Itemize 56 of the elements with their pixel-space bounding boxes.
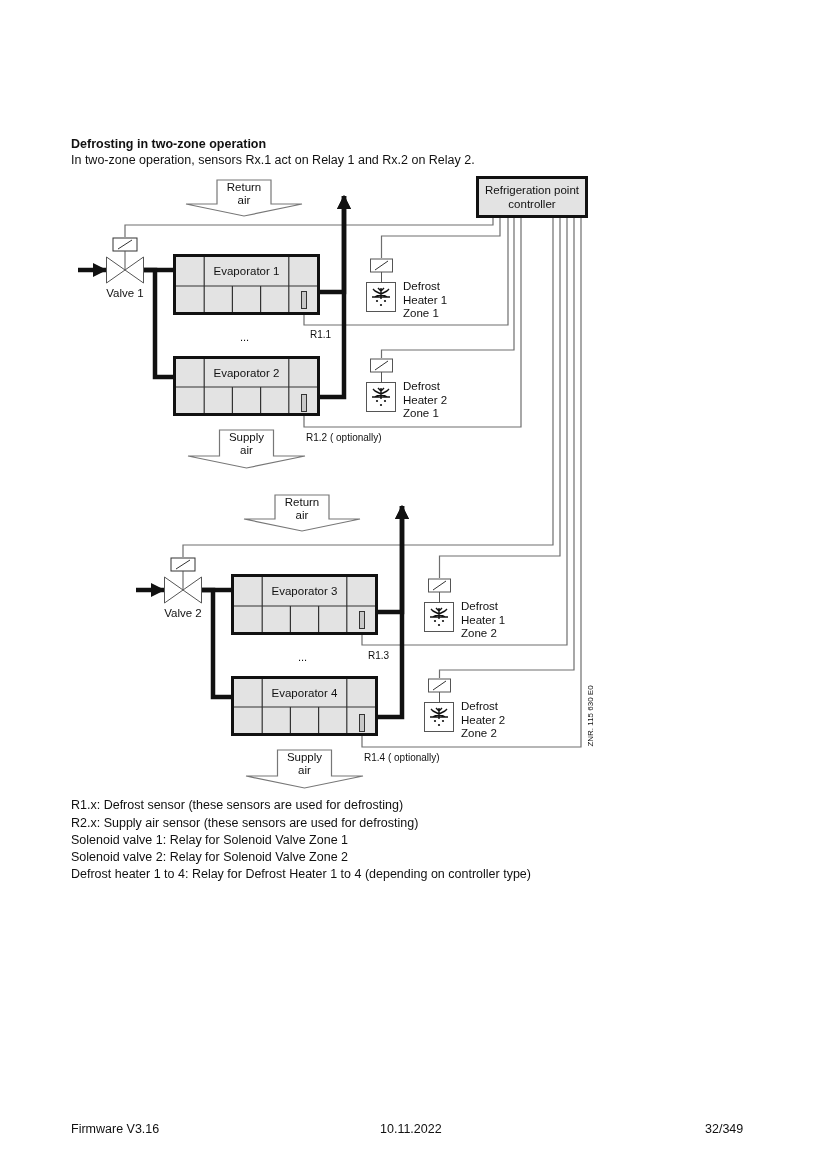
valve-label: Valve 2	[163, 607, 203, 620]
intro-text: In two-zone operation, sensors Rx.1 act on Relay 1 and Rx.2 on Relay 2.	[71, 153, 475, 168]
signal-wire	[361, 217, 582, 748]
controller-box: Refrigeration point controller	[476, 176, 588, 218]
ellipsis: ...	[298, 650, 308, 665]
section-title: Defrosting in two-zone operation	[71, 137, 267, 152]
evaporator-box	[231, 574, 378, 635]
airflow-label: Return air	[283, 496, 321, 522]
airflow-label: Supply air	[227, 431, 266, 457]
refrigerant-pipe	[78, 263, 107, 277]
ellipsis: ...	[240, 330, 250, 345]
sensor-label: R1.3	[368, 650, 390, 662]
signal-wire	[380, 217, 515, 359]
note-text: R1.x: Defrost sensor (these sensors are used for defrosting)	[71, 798, 404, 813]
heater-label: Defrost Heater 1 Zone 2	[461, 600, 507, 641]
footer-text: 32/349	[705, 1122, 744, 1137]
sensor-label: R1.2 ( optionally)	[306, 432, 382, 444]
evaporator-label: Evaporator 1	[212, 265, 281, 278]
refrigerant-pipe	[378, 505, 409, 720]
evaporator-label: Evaporator 4	[270, 686, 339, 700]
signal-wire	[182, 217, 554, 558]
sensor	[301, 394, 307, 412]
sensor	[359, 714, 365, 732]
note-text: Solenoid valve 1: Relay for Solenoid Valve Zone 1	[71, 833, 349, 848]
evaporator-box	[231, 676, 378, 736]
airflow-label: Supply air	[285, 751, 324, 777]
sensor	[359, 611, 365, 629]
drawing-number: ZNR. 115 630 E0	[585, 685, 595, 747]
sensor-label: R1.1	[310, 329, 332, 341]
note-text: R2.x: Supply air sensor (these sensors are used for defrosting)	[71, 816, 419, 831]
evaporator-label: Evaporator 3	[270, 585, 339, 598]
footer-text: Firmware V3.16	[71, 1122, 160, 1137]
evaporator-box	[173, 254, 320, 315]
signal-wire	[303, 217, 509, 326]
sensor	[301, 291, 307, 309]
signal-wire	[380, 217, 501, 259]
heater-label: Defrost Heater 2 Zone 2	[461, 700, 507, 741]
signal-wire	[361, 217, 568, 646]
footer-text: 10.11.2022	[380, 1122, 442, 1137]
airflow-label: Return air	[225, 181, 263, 207]
valve-label: Valve 1	[105, 287, 145, 300]
note-text: Solenoid valve 2: Relay for Solenoid Valve Zone 2	[71, 850, 349, 865]
signal-wire	[124, 217, 494, 238]
evaporator-box	[173, 356, 320, 416]
signal-wire	[303, 217, 522, 428]
note-text: Defrost heater 1 to 4: Relay for Defrost Heater 1 to 4 (depending on controller type)	[71, 867, 531, 882]
heater-label: Defrost Heater 2 Zone 1	[403, 380, 449, 421]
evaporator-label: Evaporator 2	[212, 366, 281, 380]
refrigerant-pipe	[320, 195, 351, 400]
heater-label: Defrost Heater 1 Zone 1	[403, 280, 449, 321]
refrigerant-pipe	[144, 267, 173, 380]
refrigerant-pipe	[136, 583, 165, 597]
signal-wire	[438, 217, 575, 679]
sensor-label: R1.4 ( optionally)	[364, 752, 440, 764]
signal-wire	[438, 217, 561, 579]
refrigerant-pipe	[202, 587, 231, 700]
